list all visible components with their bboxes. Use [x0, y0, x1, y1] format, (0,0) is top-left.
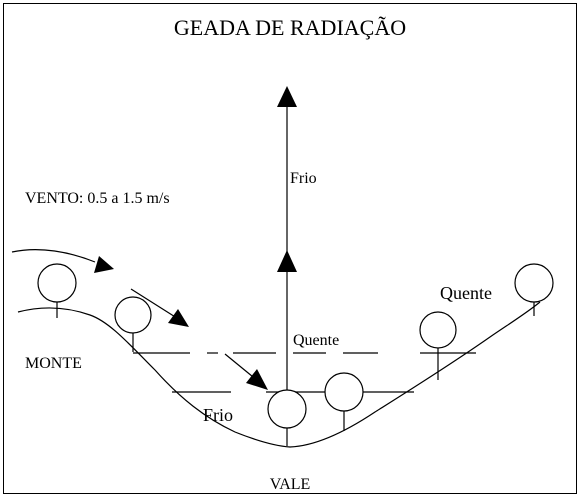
radiation-arrow-head-top: [277, 86, 297, 107]
cold-air-arrow-head-2: [246, 369, 268, 390]
cold-valley-label: Frio: [203, 405, 234, 425]
cold-air-flow-line-1: [130, 288, 181, 321]
hill-label: MONTE: [25, 355, 82, 372]
wind-speed-label: VENTO: 0.5 a 1.5 m/s: [25, 190, 170, 207]
plant-3: [267, 389, 307, 446]
cold-upper-label: Frio: [290, 170, 317, 187]
warm-layer-label: Quente: [293, 332, 340, 349]
radiation-arrow-head-middle: [277, 250, 297, 272]
cold-air-arrow-head-1: [168, 309, 189, 327]
plant-2: [114, 296, 152, 352]
plant-5: [419, 311, 457, 380]
terrain-profile: [17, 301, 541, 448]
diagram-title: GEADA DE RADIAÇÃO: [173, 15, 407, 40]
plant-4: [324, 372, 364, 431]
warm-slope-label: Quente: [440, 283, 492, 303]
wind-flow-curve: [11, 249, 96, 263]
wind-arrow-head-1: [94, 256, 114, 273]
valley-label: VALE: [269, 476, 311, 493]
plant-6: [514, 263, 554, 316]
plant-1: [37, 263, 77, 318]
